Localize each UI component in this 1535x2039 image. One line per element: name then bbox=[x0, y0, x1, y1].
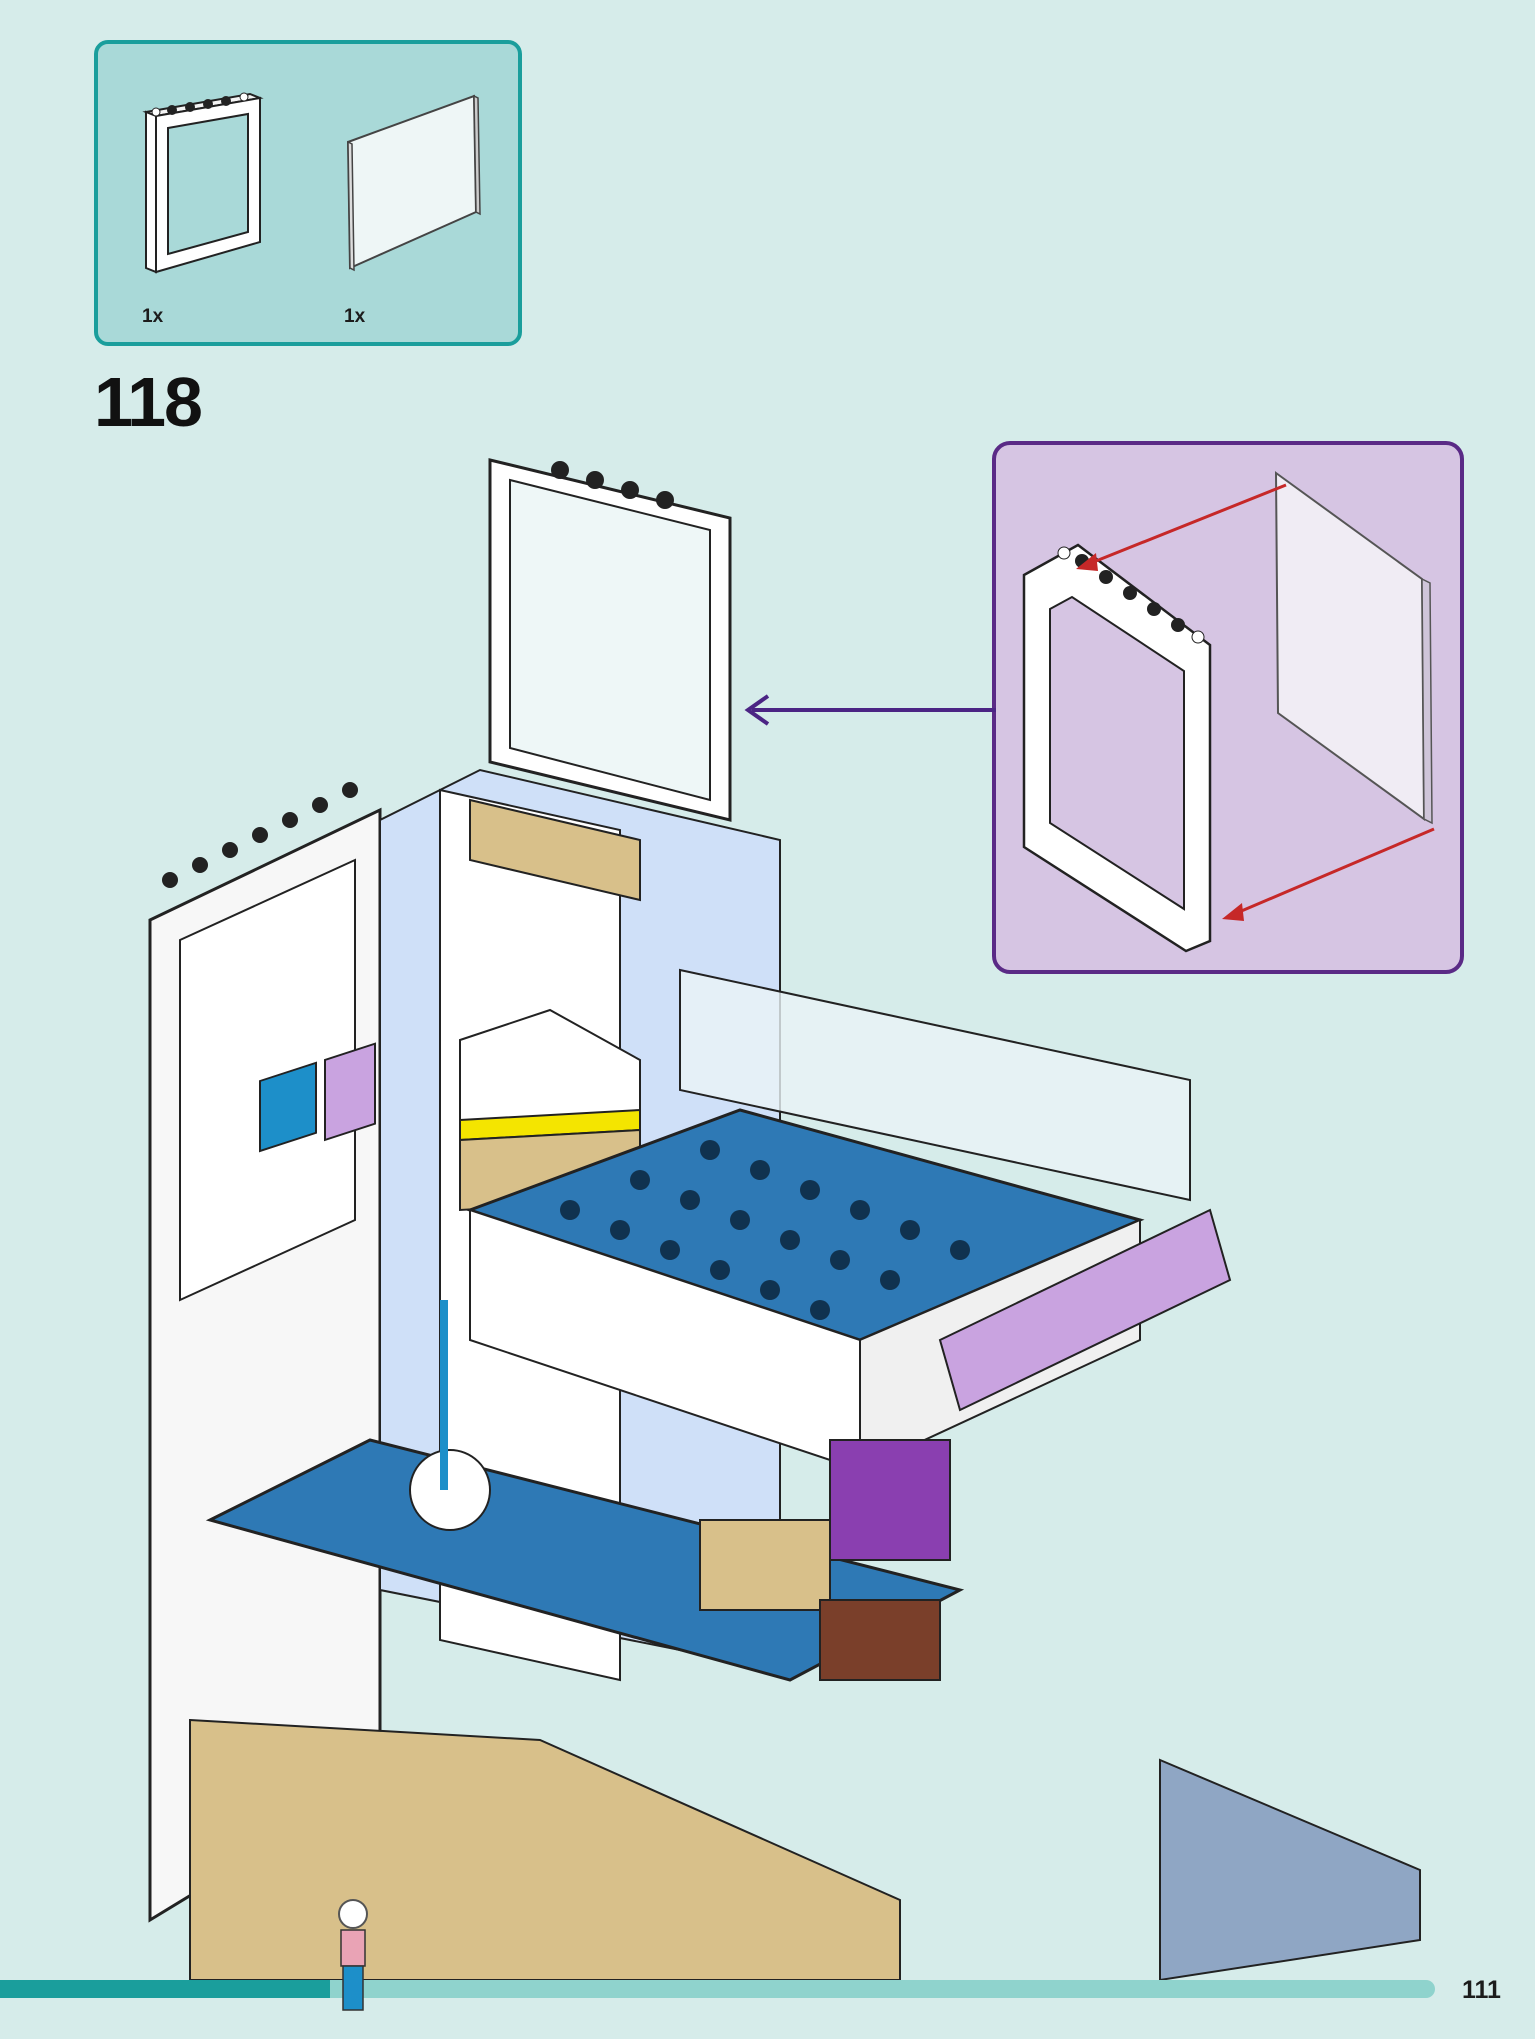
door-frame-quantity: 1x bbox=[142, 306, 164, 327]
progress-bar bbox=[0, 1980, 1435, 1998]
callout-pointer-arrow bbox=[744, 694, 996, 726]
progress-bar-fill bbox=[0, 1980, 331, 1998]
parts-list-box: 1x 1x bbox=[94, 40, 522, 346]
assembly-callout-box bbox=[992, 441, 1464, 974]
glass-pane-quantity: 1x bbox=[344, 306, 366, 327]
step-number: 118 bbox=[94, 363, 203, 441]
callout-glass-pane bbox=[1274, 471, 1433, 825]
minifigure-marker bbox=[338, 1899, 368, 2011]
glass-pane-part bbox=[346, 94, 481, 272]
page-number: 111 bbox=[1462, 1976, 1501, 2004]
insert-arrows bbox=[1076, 483, 1435, 921]
building-model-illustration bbox=[148, 458, 1421, 1982]
placed-door-frame bbox=[488, 458, 732, 822]
callout-door-frame bbox=[1022, 543, 1212, 953]
door-frame-part bbox=[142, 92, 264, 274]
